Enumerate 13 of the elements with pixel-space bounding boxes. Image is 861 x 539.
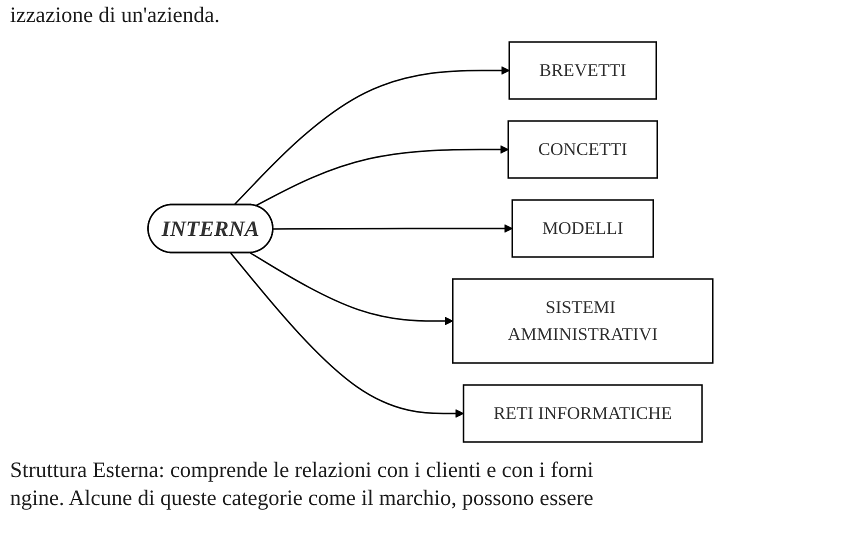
arrow <box>273 224 513 233</box>
paragraph-text: Struttura Esterna: comprende le relazioni con i clienti e con i forni <box>10 457 594 483</box>
paragraph-text: ngine. Alcune di queste categorie come il marchio, possono essere <box>10 485 594 511</box>
arrow <box>234 66 510 206</box>
node-box: MODELLI <box>512 199 654 258</box>
arrow <box>255 145 509 206</box>
node-box: CONCETTI <box>508 120 658 179</box>
node-box: SISTEMI AMMINISTRATIVI <box>452 278 714 364</box>
node-box: RETI INFORMATICHE <box>462 384 703 443</box>
arrow <box>230 252 464 418</box>
node-box: BREVETTI <box>508 41 658 100</box>
paragraph-text: izzazione di un'azienda. <box>10 2 220 28</box>
arrow <box>250 252 454 326</box>
